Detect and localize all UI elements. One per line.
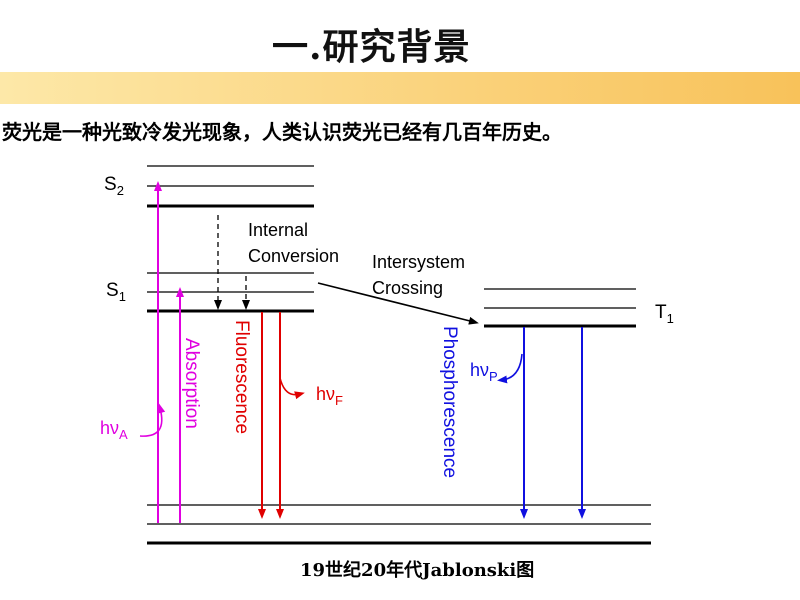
internal-conversion-label: Conversion	[248, 246, 339, 266]
s1-label: S1	[106, 280, 126, 304]
fluorescence-label: Fluorescence	[231, 320, 252, 434]
hv-a-label: hνA	[100, 418, 128, 442]
t1-label: T1	[655, 302, 674, 326]
s2-label: S2	[104, 174, 124, 198]
hv-p-curve-arrow	[497, 353, 523, 384]
absorption-label: Absorption	[181, 338, 202, 429]
figure-caption: 19世纪20年代Jablonski图	[300, 560, 535, 581]
hv-f-curve-arrow	[279, 377, 305, 400]
intersystem-crossing-label: Intersystem	[372, 252, 465, 272]
intro-text: 荧光是一种光致冷发光现象，人类认识荧光已经有几百年历史。	[2, 120, 562, 144]
intersystem-crossing-arrow	[317, 282, 479, 325]
hv-f-label: hνF	[316, 384, 343, 408]
page-title: 一.研究背景	[272, 26, 471, 68]
hv-a-curve-arrow	[139, 403, 166, 437]
internal-conversion-label: Internal	[248, 220, 308, 240]
hv-p-label: hνP	[470, 360, 498, 384]
header-band	[0, 72, 800, 104]
intersystem-crossing-label: Crossing	[372, 278, 443, 298]
phosphorescence-label: Phosphorescence	[439, 326, 460, 478]
